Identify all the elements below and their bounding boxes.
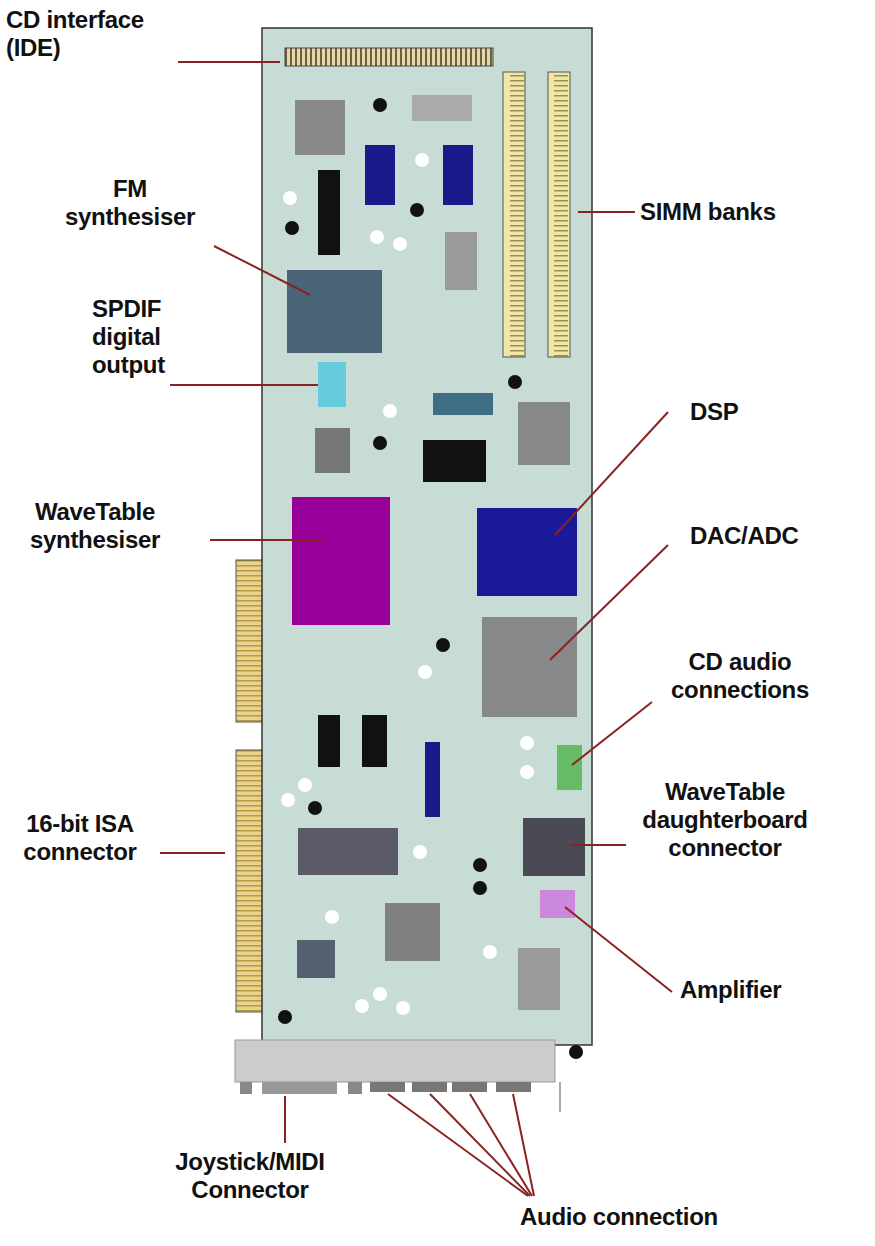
solder-dots-part <box>383 404 397 418</box>
solder-dots-part <box>520 765 534 779</box>
board-components-part <box>295 100 345 155</box>
leader-lines-part <box>214 246 310 295</box>
circuit-board <box>262 28 592 1045</box>
board-components-part <box>362 715 387 767</box>
leader-lines-part <box>210 539 322 541</box>
solder-dots-part <box>281 793 295 807</box>
leader-lines-part <box>572 702 652 765</box>
leader-lines-part <box>513 1094 534 1196</box>
part-label: SIMM banks <box>640 198 840 226</box>
leader-lines-part <box>555 412 668 535</box>
solder-dots-part <box>370 230 384 244</box>
board-components-part <box>318 170 340 255</box>
mounting-bracket-part <box>452 1082 487 1092</box>
mounting-dots-part <box>285 221 299 235</box>
mounting-dots-part <box>473 881 487 895</box>
board-components-part <box>412 95 472 121</box>
solder-dots-part <box>483 945 497 959</box>
board-components-part <box>482 617 577 717</box>
part-label: SPDIF digital output <box>92 295 172 379</box>
board-components-part <box>523 818 585 876</box>
mounting-dots <box>278 98 583 1059</box>
solder-dots-part <box>415 153 429 167</box>
leader-lines-part <box>170 384 318 386</box>
board-components-part <box>540 890 575 918</box>
mounting-bracket-part <box>240 1082 252 1094</box>
mounting-bracket-part <box>412 1082 447 1092</box>
leader-lines-part <box>565 907 672 992</box>
mounting-bracket-part <box>262 1082 337 1094</box>
solder-dots-part <box>355 999 369 1013</box>
board-components-part <box>477 508 577 596</box>
mounting-dots-part <box>436 638 450 652</box>
solder-dots-part <box>373 987 387 1001</box>
board-components-part <box>385 903 440 961</box>
board-components-part <box>425 742 440 817</box>
solder-dots-part <box>325 910 339 924</box>
board-components-part <box>315 428 350 473</box>
leader-lines <box>160 62 672 1196</box>
board-components-part <box>423 440 486 482</box>
solder-dots-part <box>298 778 312 792</box>
mounting-bracket-part <box>496 1082 531 1092</box>
board-components-part <box>445 232 477 290</box>
leader-lines-part <box>178 61 280 63</box>
mounting-bracket-part <box>370 1082 405 1092</box>
part-label: CD interface (IDE) <box>6 6 156 62</box>
leader-lines-part <box>578 211 635 213</box>
solder-dots-part <box>520 736 534 750</box>
board-components-part <box>287 270 382 353</box>
mounting-dots-part <box>473 858 487 872</box>
solder-dots-part <box>413 845 427 859</box>
mounting-dots-part <box>308 801 322 815</box>
mounting-dots-part <box>373 436 387 450</box>
part-label: FM synthesiser <box>55 175 205 231</box>
solder-dots <box>281 153 534 1015</box>
solder-dots-part <box>396 1001 410 1015</box>
mounting-dots-part <box>410 203 424 217</box>
leader-lines-part <box>160 852 225 854</box>
solder-dots-part <box>418 665 432 679</box>
board-components <box>285 48 585 1010</box>
board-components-part <box>292 497 390 625</box>
board-components-part <box>503 72 525 357</box>
mounting-dots-part <box>508 375 522 389</box>
leader-lines-part <box>550 545 668 660</box>
board-components-part <box>548 72 570 357</box>
isa-edge-connector <box>236 560 263 1012</box>
board-components-part <box>433 393 493 415</box>
leader-lines-part <box>284 1096 286 1143</box>
board-components-part <box>285 48 493 66</box>
board-components-part <box>297 940 335 978</box>
part-label: CD audio connections <box>660 648 820 704</box>
board-components-part <box>443 145 473 205</box>
board-components-part <box>518 402 570 465</box>
isa-edge-connector-part <box>236 560 263 722</box>
part-label: WaveTable synthesiser <box>10 498 180 554</box>
board-components-part <box>518 948 560 1010</box>
part-label: Audio connection <box>520 1203 810 1231</box>
mounting-bracket-part <box>348 1082 362 1094</box>
mounting-dots-part <box>569 1045 583 1059</box>
board-components-part <box>365 145 395 205</box>
board-components-part <box>298 828 398 875</box>
board-components-part <box>557 745 582 790</box>
isa-edge-connector-part <box>236 750 263 1012</box>
part-label: Joystick/MIDI Connector <box>160 1148 340 1204</box>
part-label: DSP <box>690 398 810 426</box>
mounting-dots-part <box>278 1010 292 1024</box>
leader-lines-part <box>570 844 626 846</box>
solder-dots-part <box>283 191 297 205</box>
part-label: 16-bit ISA connector <box>20 810 140 866</box>
mounting-bracket-part <box>235 1040 555 1082</box>
leader-lines-part <box>388 1094 528 1196</box>
part-label: WaveTable daughterboard connector <box>625 778 825 862</box>
mounting-dots-part <box>373 98 387 112</box>
board-components-part <box>318 715 340 767</box>
solder-dots-part <box>393 237 407 251</box>
mounting-bracket-part <box>559 1082 561 1112</box>
part-label: DAC/ADC <box>690 522 840 550</box>
board-components-part <box>318 362 346 407</box>
part-label: Amplifier <box>680 976 850 1004</box>
